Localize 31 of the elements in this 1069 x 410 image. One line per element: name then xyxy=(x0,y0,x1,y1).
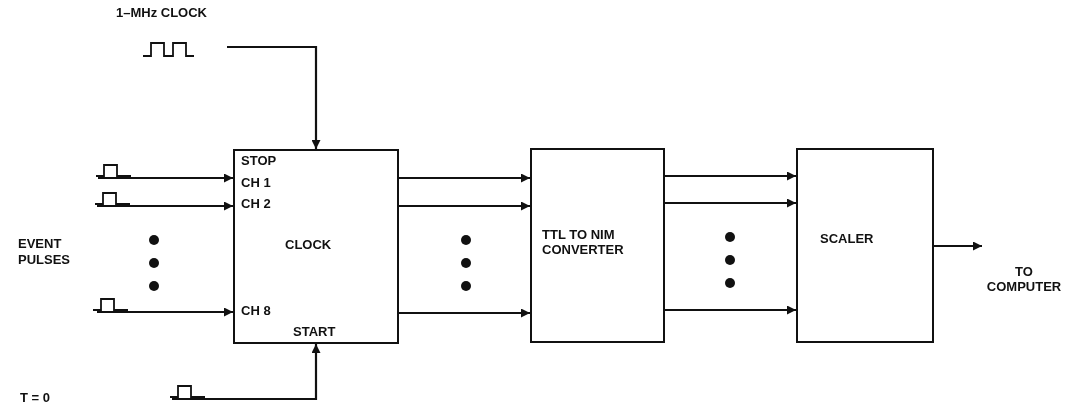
block-title: SCALER xyxy=(820,232,875,247)
arrow xyxy=(172,344,321,401)
arrow xyxy=(665,171,796,181)
arrow xyxy=(98,173,233,183)
signal-label: 1–MHz CLOCK xyxy=(116,6,207,21)
arrow xyxy=(665,305,796,315)
block-box xyxy=(530,148,665,343)
text-label: EVENT PULSES xyxy=(18,236,71,268)
block-box xyxy=(796,148,934,343)
arrow xyxy=(97,201,233,211)
arrow xyxy=(97,307,233,317)
arrow xyxy=(399,308,530,318)
block-box xyxy=(233,149,399,344)
port-label: CH 8 xyxy=(241,304,271,319)
pulse-waveform-icon xyxy=(93,298,129,312)
port-label: START xyxy=(293,325,336,340)
text-label: T = 0 xyxy=(20,390,50,406)
arrow xyxy=(399,201,530,211)
pulse-waveform-icon xyxy=(170,385,206,399)
arrow xyxy=(934,241,982,251)
port-label: STOP xyxy=(241,154,277,169)
block-title: CLOCK xyxy=(285,238,332,253)
block-title: TTL TO NIM CONVERTER xyxy=(542,228,625,258)
port-label: CH 1 xyxy=(241,176,271,191)
port-label: CH 2 xyxy=(241,197,271,212)
arrow xyxy=(227,45,321,149)
signal-label: TO COMPUTER xyxy=(985,265,1063,295)
arrow xyxy=(399,173,530,183)
arrow xyxy=(665,198,796,208)
pulse-waveform-icon xyxy=(96,164,132,178)
pulse-waveform-icon xyxy=(95,192,131,206)
